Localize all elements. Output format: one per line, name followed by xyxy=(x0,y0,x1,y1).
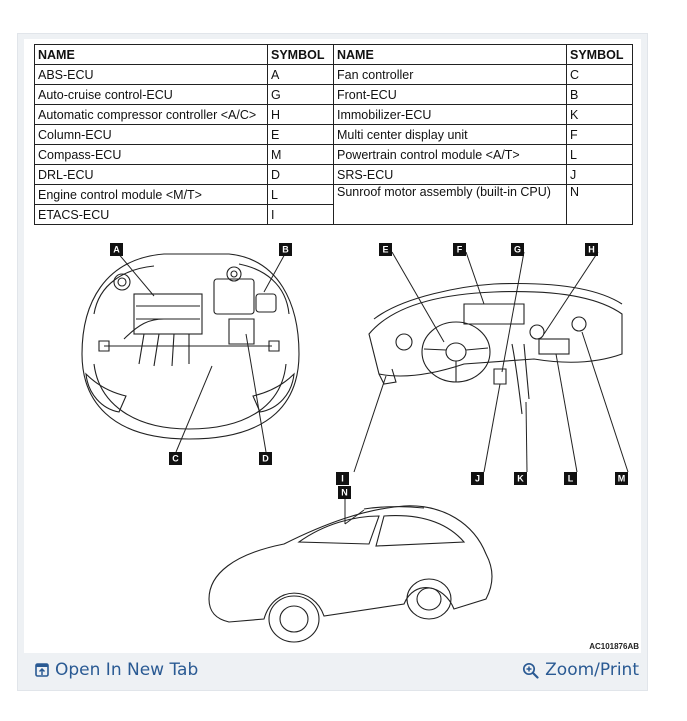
diagram-label-D: D xyxy=(259,452,272,465)
zoom-print-label: Zoom/Print xyxy=(545,660,639,680)
table-cell-name: Sunroof motor assembly (built-in CPU) xyxy=(333,184,567,225)
table-row: Auto-cruise control-ECU G Front-ECU B xyxy=(34,84,633,105)
engine-compartment-drawing xyxy=(81,253,300,440)
diagram-label-E: E xyxy=(379,243,392,256)
table-cell-name: Multi center display unit xyxy=(333,124,567,145)
table-row: Engine control module <M/T> L Sunroof mo… xyxy=(34,184,633,225)
table-cell-symbol: L xyxy=(566,144,633,165)
svg-text:F: F xyxy=(457,245,463,255)
svg-text:C: C xyxy=(172,454,179,464)
table-row: DRL-ECU D SRS-ECU J xyxy=(34,164,633,185)
table-cell-name: DRL-ECU xyxy=(34,164,268,185)
open-in-new-tab-link[interactable]: Open In New Tab xyxy=(35,660,198,680)
table-cell-symbol: J xyxy=(566,164,633,185)
figure-frame: NAME SYMBOL NAME SYMBOL ABS-ECU A Fan co… xyxy=(17,33,648,691)
table-cell-name: Immobilizer-ECU xyxy=(333,104,567,125)
zoom-in-icon xyxy=(522,662,539,679)
table-cell-symbol: H xyxy=(267,104,334,125)
table-cell-symbol: D xyxy=(267,164,334,185)
svg-text:M: M xyxy=(618,474,626,484)
svg-text:A: A xyxy=(113,245,120,255)
table-cell-name: Front-ECU xyxy=(333,84,567,105)
diagram-label-A: A xyxy=(110,243,123,256)
table-cell-name: SRS-ECU xyxy=(333,164,567,185)
zoom-print-link[interactable]: Zoom/Print xyxy=(522,660,639,680)
column-header-symbol: SYMBOL xyxy=(267,44,334,65)
table-cell-symbol: K xyxy=(566,104,633,125)
car-leader-lines xyxy=(344,499,365,525)
table-cell-name: Column-ECU xyxy=(34,124,268,145)
diagram-label-H: H xyxy=(585,243,598,256)
engine-leader-lines xyxy=(116,251,287,453)
table-header-row: NAME SYMBOL NAME SYMBOL xyxy=(34,44,633,65)
open-in-new-tab-label: Open In New Tab xyxy=(55,660,199,680)
table-row: Automatic compressor controller <A/C> H … xyxy=(34,104,633,125)
figure-reference-code: AC101876AB xyxy=(589,642,639,651)
table-cell-name: Fan controller xyxy=(333,64,567,85)
svg-text:N: N xyxy=(341,488,348,498)
table-row: ABS-ECU A Fan controller C xyxy=(34,64,633,85)
column-header-name: NAME xyxy=(34,44,268,65)
table-cell-symbol: F xyxy=(566,124,633,145)
open-new-tab-icon xyxy=(35,663,49,677)
table-cell-name: ETACS-ECU xyxy=(34,204,268,225)
table-row: Compass-ECU M Powertrain control module … xyxy=(34,144,633,165)
table-cell-symbol: L xyxy=(267,184,334,205)
diagram-label-K: K xyxy=(514,472,527,485)
table-cell-symbol: M xyxy=(267,144,334,165)
component-location-table: NAME SYMBOL NAME SYMBOL ABS-ECU A Fan co… xyxy=(34,44,633,225)
svg-text:G: G xyxy=(514,245,521,255)
diagram-label-B: B xyxy=(279,243,292,256)
figure-toolbar: Open In New Tab Zoom/Print xyxy=(24,654,641,686)
svg-text:E: E xyxy=(382,245,388,255)
diagram-label-I: I xyxy=(336,472,349,485)
table-cell-name: Engine control module <M/T> xyxy=(34,184,268,205)
table-cell-name: ABS-ECU xyxy=(34,64,268,85)
table-cell-name: Compass-ECU xyxy=(34,144,268,165)
instrument-panel-drawing xyxy=(368,282,623,415)
table-cell-name: Powertrain control module <A/T> xyxy=(333,144,567,165)
column-header-symbol: SYMBOL xyxy=(566,44,633,65)
table-cell-name: Automatic compressor controller <A/C> xyxy=(34,104,268,125)
table-cell-name: Auto-cruise control-ECU xyxy=(34,84,268,105)
diagram-label-F: F xyxy=(453,243,466,256)
svg-text:I: I xyxy=(341,474,344,484)
component-location-diagram: A B C D E F G xyxy=(81,243,639,651)
table-cell-symbol: E xyxy=(267,124,334,145)
table-cell-symbol: B xyxy=(566,84,633,105)
car-side-drawing xyxy=(208,505,493,643)
column-header-name: NAME xyxy=(333,44,567,65)
diagram-label-L: L xyxy=(564,472,577,485)
table-cell-symbol: G xyxy=(267,84,334,105)
diagram-label-M: M xyxy=(615,472,628,485)
table-cell-symbol: A xyxy=(267,64,334,85)
diagram-label-J: J xyxy=(471,472,484,485)
table-cell-symbol: I xyxy=(267,204,334,225)
diagram-label-N: N xyxy=(338,486,351,499)
table-row: Column-ECU E Multi center display unit F xyxy=(34,124,633,145)
table-cell-symbol: N xyxy=(566,184,633,225)
table-row: ETACS-ECU I xyxy=(34,204,633,225)
diagram-label-C: C xyxy=(169,452,182,465)
instrument-panel-leader-lines xyxy=(353,251,629,473)
svg-text:L: L xyxy=(568,474,574,484)
diagram-label-G: G xyxy=(511,243,524,256)
svg-text:H: H xyxy=(588,245,595,255)
figure-content: NAME SYMBOL NAME SYMBOL ABS-ECU A Fan co… xyxy=(24,39,641,653)
svg-text:D: D xyxy=(262,454,269,464)
svg-text:B: B xyxy=(282,245,289,255)
svg-text:K: K xyxy=(517,474,524,484)
table-cell-symbol: C xyxy=(566,64,633,85)
svg-text:J: J xyxy=(475,474,480,484)
